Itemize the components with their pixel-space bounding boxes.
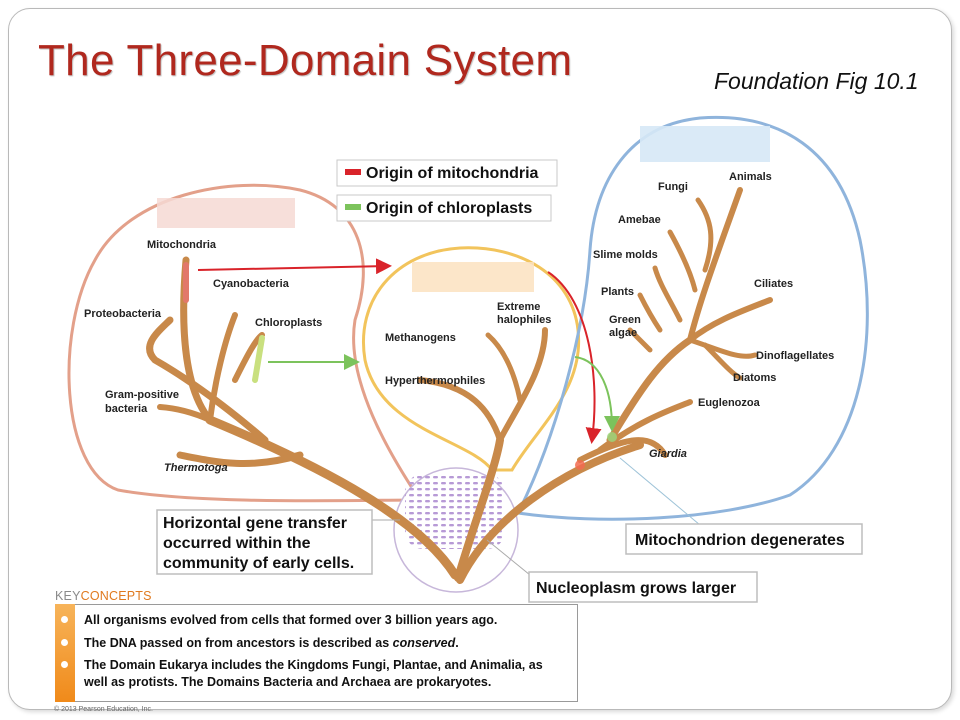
label-plants: Plants <box>601 286 634 298</box>
key-concept-1: All organisms evolved from cells that fo… <box>84 613 498 627</box>
nucleoplasm-pattern <box>405 474 505 549</box>
label-fungi: Fungi <box>658 181 688 193</box>
key-concepts-bar <box>55 604 75 702</box>
key-concept-bullet-3 <box>61 661 68 668</box>
label-ciliates: Ciliates <box>754 278 793 290</box>
mitochondria-arrow-to-eukarya <box>547 271 602 444</box>
label-cyanobacteria: Cyanobacteria <box>213 278 290 290</box>
legend-mitochondria-label: Origin of mitochondria <box>366 165 539 182</box>
nucleoplasm-box <box>528 571 758 603</box>
legend-chloroplasts-swatch <box>345 204 361 210</box>
hgt-callout-line3: community of early cells. <box>163 555 354 572</box>
figure-reference: Foundation Fig 10.1 <box>714 68 919 94</box>
nucleoplasm-label: Nucleoplasm grows larger <box>536 580 736 597</box>
bacteria-domain-outline <box>67 183 423 503</box>
legend-mitochondria-box <box>336 159 558 187</box>
key-concept-2: The DNA passed on from ancestors is desc… <box>84 635 568 652</box>
mitochondria-transfer-arrow <box>197 258 392 275</box>
archaea-domain-outline <box>362 246 581 472</box>
label-methanogens: Methanogens <box>385 332 456 344</box>
label-extreme-halophiles-line1: Extreme <box>497 301 540 313</box>
label-proteobacteria: Proteobacteria <box>84 308 162 320</box>
eukarya-domain-outline <box>515 115 869 521</box>
mito-degenerates-box <box>625 523 863 555</box>
label-dinoflagellates: Dinoflagellates <box>756 350 834 362</box>
label-chloroplasts: Chloroplasts <box>255 317 322 329</box>
key-concepts-title: CONCEPTS <box>80 589 152 603</box>
hgt-callout-line1: Horizontal gene transfer <box>163 515 347 532</box>
label-green-algae-line2: algae <box>609 327 637 339</box>
legend-chloroplasts-box <box>336 194 552 222</box>
archaea-tree <box>417 327 548 582</box>
hgt-callout-box <box>156 509 373 575</box>
key-concept-2-text: The DNA passed on from ancestors is desc… <box>84 636 393 650</box>
key-concepts-box <box>55 604 578 702</box>
key-concept-2-end: . <box>455 636 459 650</box>
label-slime-molds: Slime molds <box>593 249 658 261</box>
legend-chloroplasts-label: Origin of chloroplasts <box>366 200 532 217</box>
bacteria-hidden-label <box>157 198 295 228</box>
hgt-callout-line2: occurred within the <box>163 535 311 552</box>
label-mitochondria: Mitochondria <box>147 239 217 251</box>
key-concept-bullet-1 <box>61 616 68 623</box>
key-concepts-key: KEY <box>55 589 81 603</box>
label-green-algae-line1: Green <box>609 314 641 326</box>
chloroplast-origin-segment <box>252 335 265 383</box>
label-amebae: Amebae <box>618 214 661 226</box>
eukarya-tree <box>456 187 773 584</box>
label-giardia: Giardia <box>649 448 687 460</box>
label-extreme-halophiles-line2: halophiles <box>497 314 551 326</box>
mito-degenerates-label: Mitochondrion degenerates <box>635 532 845 549</box>
key-concept-3: The Domain Eukarya includes the Kingdoms… <box>84 658 543 689</box>
label-euglenozoa: Euglenozoa <box>698 397 761 409</box>
mitochondria-event-marker <box>575 460 585 470</box>
label-thermotoga: Thermotoga <box>164 462 228 474</box>
label-hyperthermophiles: Hyperthermophiles <box>385 375 485 387</box>
slide-frame <box>8 8 952 710</box>
slide-title: The Three-Domain System <box>38 36 573 85</box>
chloroplast-arrow-to-eukarya <box>574 356 620 432</box>
key-concept-bullet-2 <box>61 639 68 646</box>
eukarya-hidden-label <box>640 126 770 162</box>
key-concept-2-emphasis: conserved <box>392 636 456 650</box>
label-gram-positive-line1: Gram-positive <box>105 389 179 401</box>
label-animals: Animals <box>729 171 772 183</box>
copyright-notice: © 2013 Pearson Education, Inc. <box>54 706 153 713</box>
label-diatoms: Diatoms <box>733 372 776 384</box>
nucleoplasm-connector <box>486 539 531 576</box>
mito-degenerates-connector <box>619 457 701 526</box>
key-concepts-header: KEYCONCEPTS <box>55 589 152 603</box>
label-gram-positive-line2: bacteria <box>105 403 148 415</box>
chloroplast-event-marker <box>607 432 617 442</box>
legend-mitochondria-swatch <box>345 169 361 175</box>
archaea-hidden-label <box>412 262 534 292</box>
